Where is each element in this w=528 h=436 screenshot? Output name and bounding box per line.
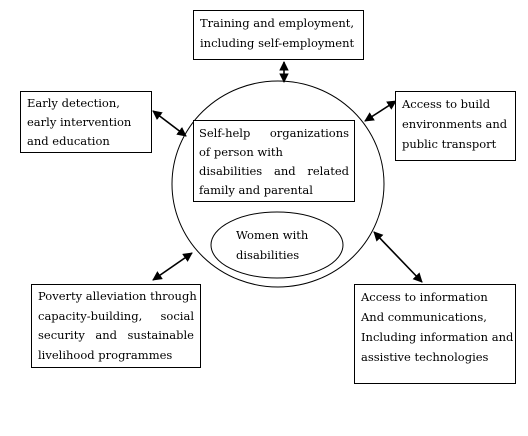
self-help-line-2: of person with [199, 145, 283, 159]
central-circle [171, 80, 385, 288]
access-info-line-2: And communications, [361, 310, 487, 324]
women-disabilities-label: Women with disabilities [236, 225, 308, 265]
training-line-2: including self-employment [200, 36, 355, 50]
arrow-access-build [364, 100, 397, 122]
poverty-line-2: capacity-building, social [38, 308, 194, 323]
early-detection-line-2: early intervention [27, 115, 132, 129]
access-build-line-1: Access to build [402, 97, 491, 111]
poverty-alleviation-box: Poverty alleviation through capacity-bui… [31, 284, 201, 368]
women-line-2: disabilities [236, 248, 300, 262]
early-detection-line-1: Early detection, [27, 96, 120, 110]
arrow-access-info [373, 231, 423, 283]
access-build-line-3: public transport [402, 137, 497, 151]
self-help-line-4: family and parental [199, 183, 313, 197]
training-line-1: Training and employment, [200, 16, 355, 30]
poverty-line-4: livelihood programmes [38, 347, 173, 362]
women-line-1: Women with [236, 228, 309, 242]
training-employment-box: Training and employment, including self-… [193, 10, 364, 60]
access-information-box: Access to information And communications… [354, 284, 516, 384]
poverty-line-3: security and sustainable [38, 328, 194, 342]
arrow-early-detection [152, 110, 187, 137]
poverty-line-1: Poverty alleviation through [38, 289, 197, 303]
inner-ellipse [210, 211, 344, 279]
early-detection-box: Early detection, early intervention and … [20, 91, 152, 153]
self-help-line-3: disabilities and related [199, 164, 349, 178]
access-build-box: Access to build environments and public … [395, 91, 516, 161]
arrow-poverty [152, 252, 193, 281]
access-info-line-1: Access to information [361, 290, 488, 304]
early-detection-line-3: and education [27, 134, 110, 148]
access-info-line-3: Including information and [361, 330, 514, 344]
access-info-line-4: assistive technologies [361, 350, 489, 364]
access-build-line-2: environments and [402, 117, 508, 131]
self-help-box: Self-help organizations of person with d… [193, 120, 355, 202]
self-help-line-1: Self-help organizations [199, 126, 349, 140]
